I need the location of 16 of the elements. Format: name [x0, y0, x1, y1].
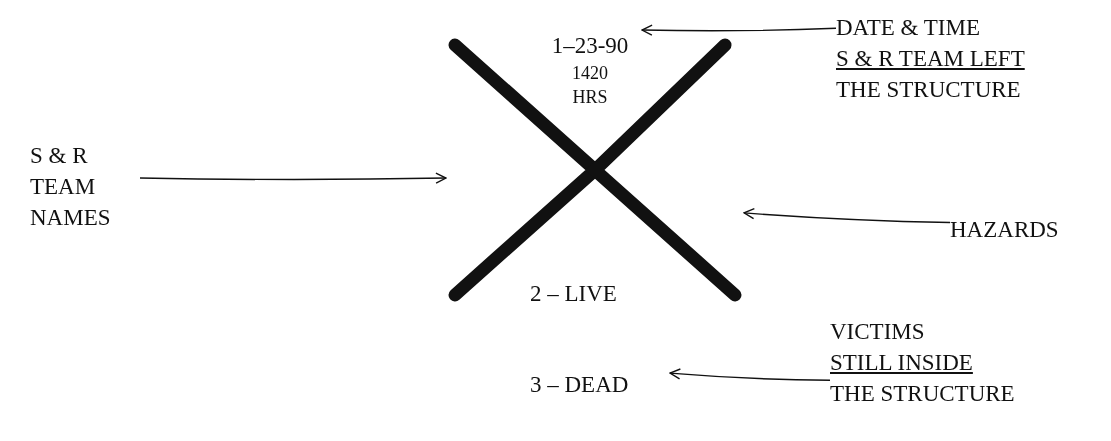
label-text: VICTIMS	[830, 318, 925, 346]
label-text: THE STRUCTURE	[830, 380, 1015, 408]
label-text: 3 – DEAD	[530, 371, 629, 399]
label-text: STILL INSIDE	[830, 349, 973, 377]
label-text: 1–23-90	[551, 32, 629, 60]
arrow	[669, 368, 831, 381]
label-text: THE STRUCTURE	[836, 76, 1021, 104]
arrow	[139, 172, 447, 184]
label-text: S & R TEAM NAMES	[30, 142, 112, 232]
label-text: HAZARDS	[950, 216, 1059, 244]
label-text: 2 – LIVE	[530, 280, 617, 308]
arrow	[743, 207, 951, 224]
arrow	[641, 24, 837, 36]
label-text: S & R TEAM LEFT	[836, 45, 1025, 73]
label-text: 1420 HRS	[571, 62, 609, 109]
label-text: DATE & TIME	[836, 14, 980, 42]
